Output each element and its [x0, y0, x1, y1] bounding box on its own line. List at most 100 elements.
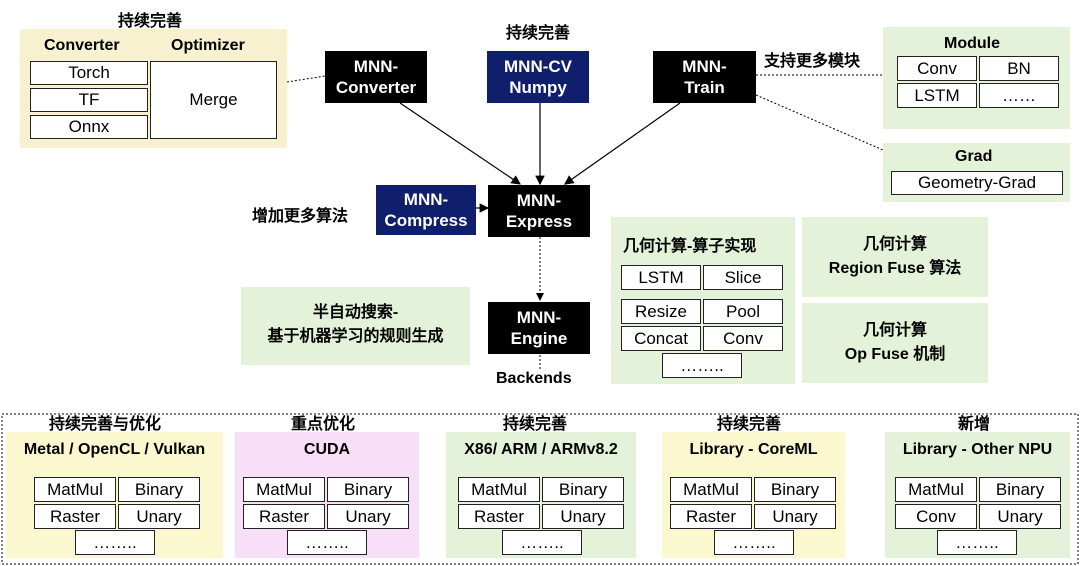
node-mnn-converter-line1: MNN- [353, 57, 399, 76]
backend-0-item-binary: Binary [118, 477, 200, 502]
node-mnn-train: MNN- Train [653, 51, 756, 103]
grad-title: Grad [955, 148, 993, 165]
backends-frame [1, 413, 1079, 565]
backend-2-item-unary: Unary [542, 504, 624, 529]
node-mnn-engine-line1: MNN- [516, 308, 562, 327]
backend-0-title: Metal / OpenCL / Vulkan [23, 441, 206, 458]
backend-4-item-binary: Binary [979, 477, 1061, 502]
geometry-item-pool: Pool [703, 299, 783, 324]
search-line1: 半自动搜索- [312, 304, 399, 321]
node-mnn-compress: MNN- Compress [376, 185, 476, 235]
converter-item-torch: Torch [30, 61, 148, 85]
backend-0-caption: 持续完善与优化 [49, 416, 162, 433]
search-line2: 基于机器学习的规则生成 [267, 328, 444, 345]
backend-4-item-unary: Unary [979, 504, 1061, 529]
node-mnn-cv-line1: MNN-CV [504, 57, 572, 76]
converter-group: Converter Optimizer Torch TF Onnx Merge [20, 29, 287, 148]
node-mnn-express: MNN- Express [488, 185, 590, 237]
cv-caption: 持续完善 [506, 25, 571, 42]
converter-item-tf: TF [30, 88, 148, 112]
grad-item-geometry: Geometry-Grad [891, 171, 1063, 195]
backend-4-item-conv: Conv [895, 504, 977, 529]
backend-metal: Metal / OpenCL / Vulkan MatMul Binary Ra… [6, 432, 223, 558]
node-mnn-train-line1: MNN- [682, 57, 727, 76]
module-item-more: …… [979, 83, 1059, 108]
train-caption: 支持更多模块 [764, 53, 861, 70]
converter-group-caption: 持续完善 [118, 13, 183, 30]
geometry-title: 几何计算-算子实现 [623, 238, 757, 255]
node-mnn-express-line1: MNN- [516, 191, 562, 210]
backend-3-item-binary: Binary [754, 477, 836, 502]
geometry-item-more: …….. [662, 353, 742, 378]
backend-1-caption: 重点优化 [291, 416, 356, 433]
converter-item-onnx: Onnx [30, 115, 148, 139]
backend-2-item-raster: Raster [458, 504, 540, 529]
backend-2-caption: 持续完善 [503, 416, 568, 433]
backend-2-item-matmul: MatMul [458, 477, 540, 502]
backend-4-item-matmul: MatMul [895, 477, 977, 502]
module-panel: Module Conv BN LSTM …… [883, 27, 1070, 129]
node-mnn-compress-line1: MNN- [403, 190, 449, 209]
backend-3-caption: 持续完善 [717, 416, 782, 433]
optimizer-header: Optimizer [171, 37, 245, 54]
backend-3-item-unary: Unary [754, 504, 836, 529]
backend-2-title: X86/ ARM / ARMv8.2 [464, 441, 618, 458]
node-mnn-converter: MNN- Converter [325, 51, 427, 103]
module-title: Module [944, 35, 1000, 52]
compress-caption: 增加更多算法 [252, 208, 349, 225]
node-mnn-engine-line2: Engine [510, 329, 568, 348]
grad-panel: Grad Geometry-Grad [883, 143, 1070, 202]
backend-3-item-matmul: MatMul [670, 477, 752, 502]
backend-1-item-unary: Unary [327, 504, 409, 529]
backend-1-title: CUDA [303, 441, 351, 458]
region-fuse-line1: 几何计算 [862, 236, 927, 253]
geometry-item-conv: Conv [703, 326, 783, 351]
backend-3-item-more: …….. [714, 530, 794, 555]
op-fuse-line1: 几何计算 [862, 322, 927, 339]
backend-3-title: Library - CoreML [689, 441, 818, 458]
geometry-item-resize: Resize [621, 299, 701, 324]
module-item-bn: BN [979, 56, 1059, 81]
geometry-item-lstm: LSTM [621, 265, 701, 290]
backend-4-title: Library - Other NPU [902, 441, 1053, 458]
arrow-train-express [564, 102, 681, 185]
dot-converter-group [286, 75, 326, 83]
backend-1-item-binary: Binary [327, 477, 409, 502]
node-mnn-converter-line2: Converter [335, 78, 417, 97]
backend-0-item-matmul: MatMul [34, 477, 116, 502]
backend-cuda: CUDA MatMul Binary Raster Unary …….. [235, 432, 419, 558]
backend-0-item-raster: Raster [34, 504, 116, 529]
node-mnn-compress-line2: Compress [384, 211, 468, 230]
module-item-lstm: LSTM [897, 83, 977, 108]
backend-coreml: Library - CoreML MatMul Binary Raster Un… [662, 432, 845, 558]
optimizer-merge: Merge [150, 61, 277, 139]
backend-other-npu: Library - Other NPU MatMul Binary Conv U… [885, 432, 1070, 558]
backend-3-item-raster: Raster [670, 504, 752, 529]
module-item-conv: Conv [897, 56, 977, 81]
geometry-panel: 几何计算-算子实现 LSTM Slice Resize Pool Concat … [611, 217, 795, 384]
backend-4-item-more: …….. [937, 530, 1017, 555]
backend-1-item-matmul: MatMul [243, 477, 325, 502]
backend-4-caption: 新增 [958, 416, 991, 433]
backend-1-item-raster: Raster [243, 504, 325, 529]
search-panel: 半自动搜索- 基于机器学习的规则生成 [241, 287, 470, 365]
geometry-item-slice: Slice [703, 265, 783, 290]
node-mnn-cv: MNN-CV Numpy [487, 51, 589, 103]
backend-1-item-more: …….. [287, 530, 367, 555]
backend-x86-arm: X86/ ARM / ARMv8.2 MatMul Binary Raster … [446, 432, 636, 558]
region-fuse-line2: Region Fuse 算法 [828, 260, 962, 277]
backend-2-item-binary: Binary [542, 477, 624, 502]
op-fuse-panel: 几何计算 Op Fuse 机制 [802, 303, 988, 383]
arrow-converter-express [399, 102, 521, 185]
node-mnn-engine: MNN- Engine [488, 302, 590, 354]
backend-0-item-unary: Unary [118, 504, 200, 529]
node-mnn-cv-line2: Numpy [509, 78, 567, 97]
region-fuse-panel: 几何计算 Region Fuse 算法 [802, 217, 988, 297]
converter-header: Converter [44, 37, 120, 54]
dot-train-grad [755, 94, 884, 151]
node-mnn-express-line2: Express [505, 212, 573, 231]
backends-caption: Backends [496, 370, 572, 387]
geometry-item-concat: Concat [621, 326, 701, 351]
node-mnn-train-line2: Train [684, 78, 725, 97]
